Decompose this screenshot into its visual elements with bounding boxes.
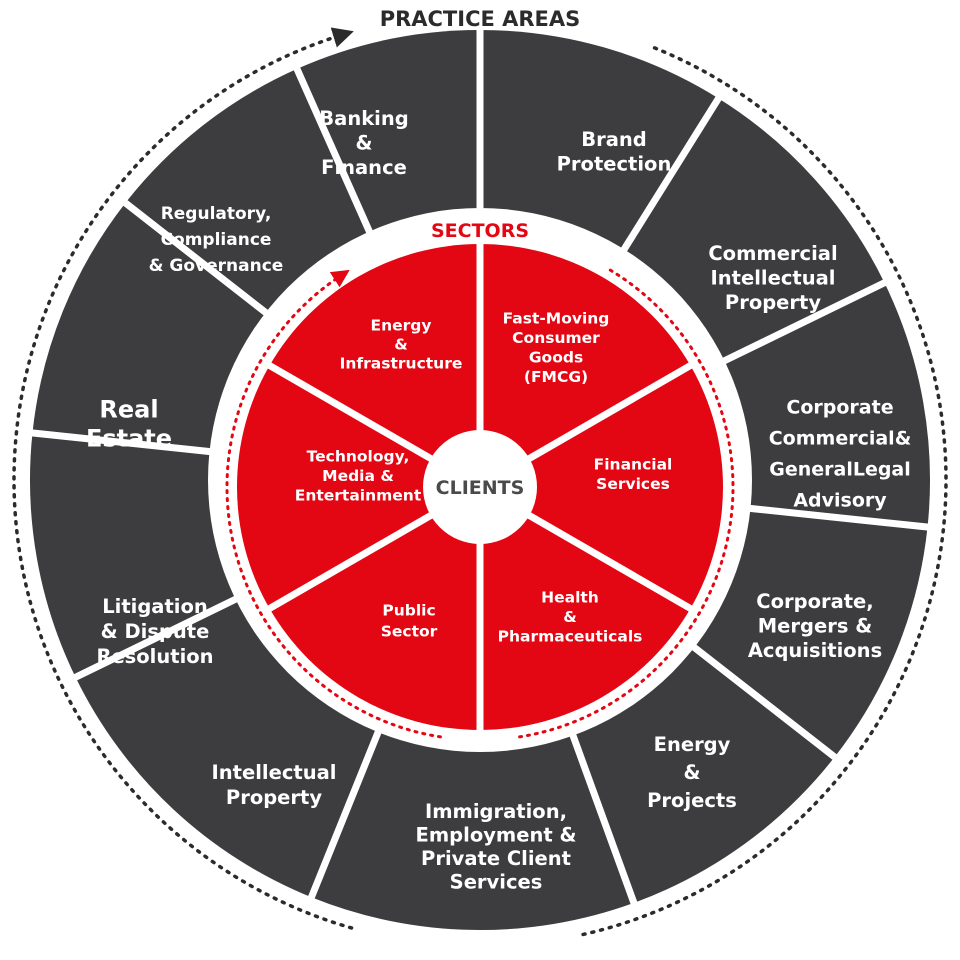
sector-label-tech-media-entertainment: Media & bbox=[322, 467, 394, 485]
practice-area-label-immigration-employment: Immigration, bbox=[425, 800, 567, 823]
practice-area-label-energy-projects: & bbox=[683, 761, 700, 784]
sector-label-tech-media-entertainment: Technology, bbox=[307, 447, 410, 465]
practice-area-divider bbox=[721, 278, 888, 365]
sector-label-energy-infrastructure: Infrastructure bbox=[340, 354, 463, 372]
practice-area-divider bbox=[569, 732, 638, 906]
practice-area-label-real-estate: Estate bbox=[86, 424, 172, 452]
practice-area-label-regulatory-compliance: & Governance bbox=[149, 256, 284, 276]
sector-label-financial-services: Services bbox=[596, 475, 670, 493]
practice-area-label-corporate-ma: Corporate, bbox=[756, 590, 873, 613]
practice-area-label-brand-protection: Brand bbox=[581, 128, 646, 151]
practice-area-label-corporate-commercial-legal: Corporate bbox=[786, 397, 893, 419]
sector-label-financial-services: Financial bbox=[594, 455, 673, 473]
sector-label-fmcg: (FMCG) bbox=[524, 368, 588, 386]
practice-area-label-banking-finance: Banking bbox=[319, 107, 408, 130]
sector-segment-energy-infrastructure bbox=[269, 244, 480, 487]
practice-area-labels: Banking&FinanceBrandProtectionCommercial… bbox=[86, 107, 911, 894]
clients-hub bbox=[423, 430, 537, 544]
practice-area-divider bbox=[72, 595, 239, 682]
practice-area-divider bbox=[292, 65, 374, 235]
practice-area-label-intellectual-property: Intellectual bbox=[212, 761, 337, 784]
sector-label-energy-infrastructure: Energy bbox=[371, 316, 432, 334]
practice-area-label-commercial-ip: Property bbox=[725, 291, 821, 314]
outer-dotted-arc bbox=[575, 46, 948, 938]
practice-area-label-litigation-dispute: & Dispute bbox=[101, 620, 210, 643]
practice-area-label-corporate-commercial-legal: GeneralLegal bbox=[769, 459, 911, 481]
sector-segment-tech-media-entertainment bbox=[236, 365, 480, 609]
sector-label-fmcg: Fast-Moving bbox=[503, 309, 610, 327]
sector-label-public-sector: Sector bbox=[381, 622, 438, 640]
sector-segment-public-sector bbox=[269, 487, 480, 730]
outer-dotted-arrow bbox=[12, 27, 354, 930]
practice-area-divider bbox=[307, 729, 383, 901]
practice-area-label-immigration-employment: Employment & bbox=[416, 823, 577, 846]
practice-area-label-corporate-commercial-legal: Advisory bbox=[793, 490, 887, 512]
sector-label-energy-infrastructure: & bbox=[394, 335, 408, 353]
sector-label-fmcg: Consumer bbox=[512, 329, 600, 347]
inner-dotted-arrow bbox=[225, 269, 442, 739]
sector-segment-fmcg bbox=[480, 244, 691, 487]
practice-area-label-intellectual-property: Property bbox=[226, 786, 322, 809]
practice-area-label-litigation-dispute: Litigation bbox=[102, 595, 208, 618]
sector-segments bbox=[236, 244, 723, 730]
sector-label-health-pharma: Pharmaceuticals bbox=[498, 627, 643, 645]
practice-area-divider bbox=[690, 643, 839, 762]
practice-area-label-real-estate: Real bbox=[99, 395, 158, 423]
sector-label-health-pharma: & bbox=[563, 608, 577, 626]
sector-label-health-pharma: Health bbox=[541, 588, 599, 606]
practice-area-label-commercial-ip: Intellectual bbox=[711, 266, 836, 289]
practice-area-divider bbox=[121, 198, 270, 317]
practice-area-divider bbox=[620, 94, 723, 253]
practice-area-label-banking-finance: Finance bbox=[321, 156, 407, 179]
practice-area-label-banking-finance: & bbox=[355, 131, 372, 154]
sector-segment-financial-services bbox=[480, 365, 723, 609]
practice-area-label-litigation-dispute: Resolution bbox=[96, 645, 213, 668]
sector-segment-health-pharma bbox=[480, 487, 691, 730]
practice-area-label-energy-projects: Projects bbox=[647, 789, 737, 812]
practice-area-label-brand-protection: Protection bbox=[557, 152, 672, 175]
practice-area-label-corporate-ma: Mergers & bbox=[758, 614, 872, 637]
sectors-title: SECTORS bbox=[431, 220, 529, 242]
practice-area-label-commercial-ip: Commercial bbox=[708, 242, 837, 265]
practice-area-label-regulatory-compliance: Regulatory, bbox=[161, 204, 272, 224]
practice-area-dividers bbox=[30, 28, 930, 906]
practice-area-label-immigration-employment: Private Client bbox=[421, 847, 571, 870]
sector-label-public-sector: Public bbox=[382, 601, 435, 619]
practice-area-label-immigration-employment: Services bbox=[450, 870, 543, 893]
practice-area-divider bbox=[30, 429, 212, 456]
practice-areas-title: PRACTICE AREAS bbox=[380, 7, 581, 31]
clients-hub-label: CLIENTS bbox=[436, 477, 525, 499]
sector-label-fmcg: Goods bbox=[529, 348, 583, 366]
practice-area-divider bbox=[748, 504, 930, 531]
practice-area-label-energy-projects: Energy bbox=[654, 733, 731, 756]
practice-area-label-corporate-commercial-legal: Commercial& bbox=[769, 428, 912, 450]
practice-area-label-regulatory-compliance: Compliance bbox=[161, 230, 272, 250]
sector-label-tech-media-entertainment: Entertainment bbox=[295, 486, 422, 504]
practice-area-label-corporate-ma: Acquisitions bbox=[748, 639, 882, 662]
